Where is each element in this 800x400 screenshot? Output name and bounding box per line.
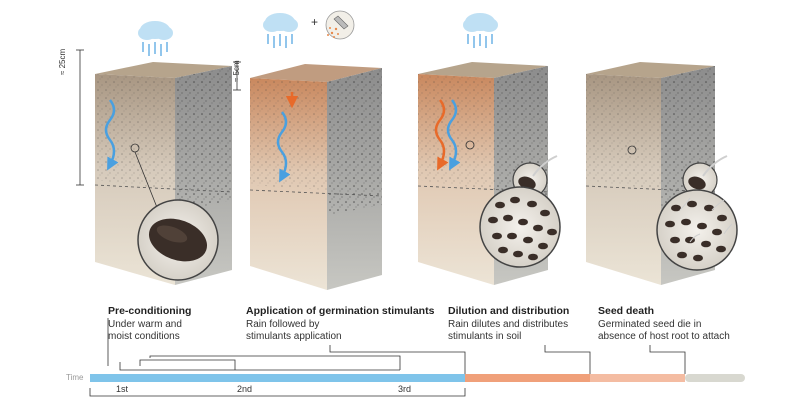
soil-speckles xyxy=(250,78,327,190)
stage-1-caption: Pre-conditioning Under warm and moist co… xyxy=(108,305,191,343)
timeline-segment-orange-faded xyxy=(590,374,685,382)
soil-top xyxy=(586,62,715,78)
stage-title: Seed death xyxy=(598,305,655,317)
soil-block-2 xyxy=(249,64,383,290)
seed-cluster xyxy=(488,196,557,261)
water-arrow xyxy=(446,99,461,171)
soil-top xyxy=(418,62,548,78)
depth-line xyxy=(249,189,383,197)
zoom-line xyxy=(134,151,161,216)
timeline-tick-2nd: 2nd xyxy=(237,384,253,394)
stage-description: Germinated seed die in absence of host r… xyxy=(598,319,730,342)
soil-speckles xyxy=(327,68,382,215)
soil-speckles xyxy=(586,74,661,190)
timeline xyxy=(89,318,745,397)
depth-label-5cm: ≈ 5cm xyxy=(232,60,241,82)
timeline-tick-3rd: 3rd xyxy=(398,384,412,394)
seed-cluster xyxy=(665,200,727,262)
stage-3-caption: Dilution and distribution Rain dilutes a… xyxy=(448,305,569,343)
rain-cloud-icon xyxy=(463,13,498,48)
timeline-segment-grey xyxy=(685,374,745,382)
zoom-marker xyxy=(627,145,637,155)
stage-title: Dilution and distribution xyxy=(448,305,570,317)
stage-4-caption: Seed death Germinated seed die in absenc… xyxy=(598,305,730,343)
stage-2-caption: Application of germination stimulants Ra… xyxy=(246,305,434,343)
soil-block-3 xyxy=(417,62,561,285)
stimulant-arrow xyxy=(434,99,449,171)
soil-speckles xyxy=(175,66,232,212)
rain-cloud-icon xyxy=(138,21,173,56)
soil-speckles xyxy=(418,74,494,190)
soil-block-4 xyxy=(585,62,738,285)
water-arrow xyxy=(276,111,291,183)
zoom-marker xyxy=(465,140,475,150)
stage-description: Rain dilutes and distributes stimulants … xyxy=(448,319,569,342)
stage-title: Pre-conditioning xyxy=(108,305,192,317)
water-arrow xyxy=(104,99,119,171)
depth-label-25cm: ≈ 25cm xyxy=(58,48,67,75)
germinated-seed-icon xyxy=(518,176,536,190)
plus-sign: + xyxy=(311,15,318,29)
stage-description: Rain followed by stimulants application xyxy=(246,319,342,342)
germinated-seed-icon xyxy=(688,176,706,190)
stage-title: Application of germination stimulants xyxy=(246,305,435,317)
timeline-segment-blue xyxy=(90,374,465,382)
timeline-leader-lines xyxy=(89,318,686,397)
soil-top xyxy=(95,62,232,78)
stage-description: Under warm and moist conditions xyxy=(108,319,182,342)
rain-cloud-icon xyxy=(263,13,298,48)
soil-top xyxy=(250,64,382,82)
timeline-label: Time xyxy=(66,373,84,382)
timeline-segment-orange xyxy=(465,374,590,382)
timeline-tick-1st: 1st xyxy=(116,384,129,394)
sprayer-icon xyxy=(325,10,355,40)
depth-line xyxy=(94,184,233,193)
soil-block-1 xyxy=(94,62,233,285)
